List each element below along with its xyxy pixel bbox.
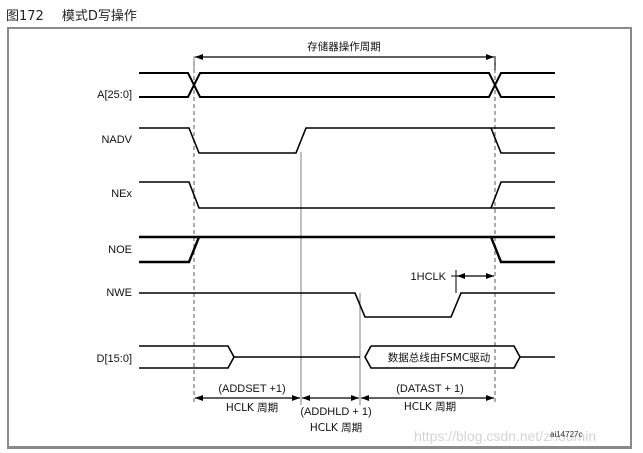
figure-number: 图172 xyxy=(6,9,44,24)
waveform-nadv xyxy=(139,127,555,154)
figure-title: 图172 模式D写操作 xyxy=(6,5,137,24)
waveform-data xyxy=(139,345,555,369)
waveform-noe xyxy=(139,235,555,264)
signal-label-nwe: NWE xyxy=(106,287,132,299)
signal-label-nex: NEx xyxy=(111,188,132,200)
waveform-nex xyxy=(139,181,555,209)
waveform-nadv-end xyxy=(490,127,555,154)
hclk-label: 1HCLK xyxy=(411,271,447,283)
interval-addhld-line1: (ADDHLD + 1) xyxy=(300,406,371,418)
figure-id: ai14727c xyxy=(550,430,582,439)
signal-label-noe: NOE xyxy=(108,244,132,256)
cycle-label: 存储器操作周期 xyxy=(307,40,381,53)
signal-label-data: D[15:0] xyxy=(97,353,132,365)
interval-addset-line2: HCLK 周期 xyxy=(226,402,278,414)
watermark: https://blog.csdn.net/zhoumin xyxy=(414,428,596,444)
guide-lines xyxy=(193,62,496,405)
interval-addhld-line2: HCLK 周期 xyxy=(310,422,362,434)
signal-labels: A[25:0] NADV NEx NOE NWE D[15:0] xyxy=(97,89,133,365)
memory-cycle-marker: 存储器操作周期 xyxy=(193,40,496,70)
interval-addset-line1: (ADDSET +1) xyxy=(218,383,285,395)
figure-frame xyxy=(7,27,632,449)
signal-label-nadv: NADV xyxy=(101,134,132,146)
figure-caption: 模式D写操作 xyxy=(61,9,137,24)
interval-datast-line2: HCLK 周期 xyxy=(404,401,456,413)
waveform-nwe xyxy=(139,292,555,318)
signal-label-address: A[25:0] xyxy=(97,89,132,101)
interval-datast-line1: (DATAST + 1) xyxy=(396,383,464,395)
waveform-address xyxy=(139,72,555,98)
data-bus-label: 数据总线由FSMC驱动 xyxy=(388,351,490,364)
hclk-marker: 1HCLK xyxy=(411,271,494,283)
interval-markers: (ADDSET +1) HCLK 周期 (ADDHLD + 1) HCLK 周期… xyxy=(195,383,494,434)
